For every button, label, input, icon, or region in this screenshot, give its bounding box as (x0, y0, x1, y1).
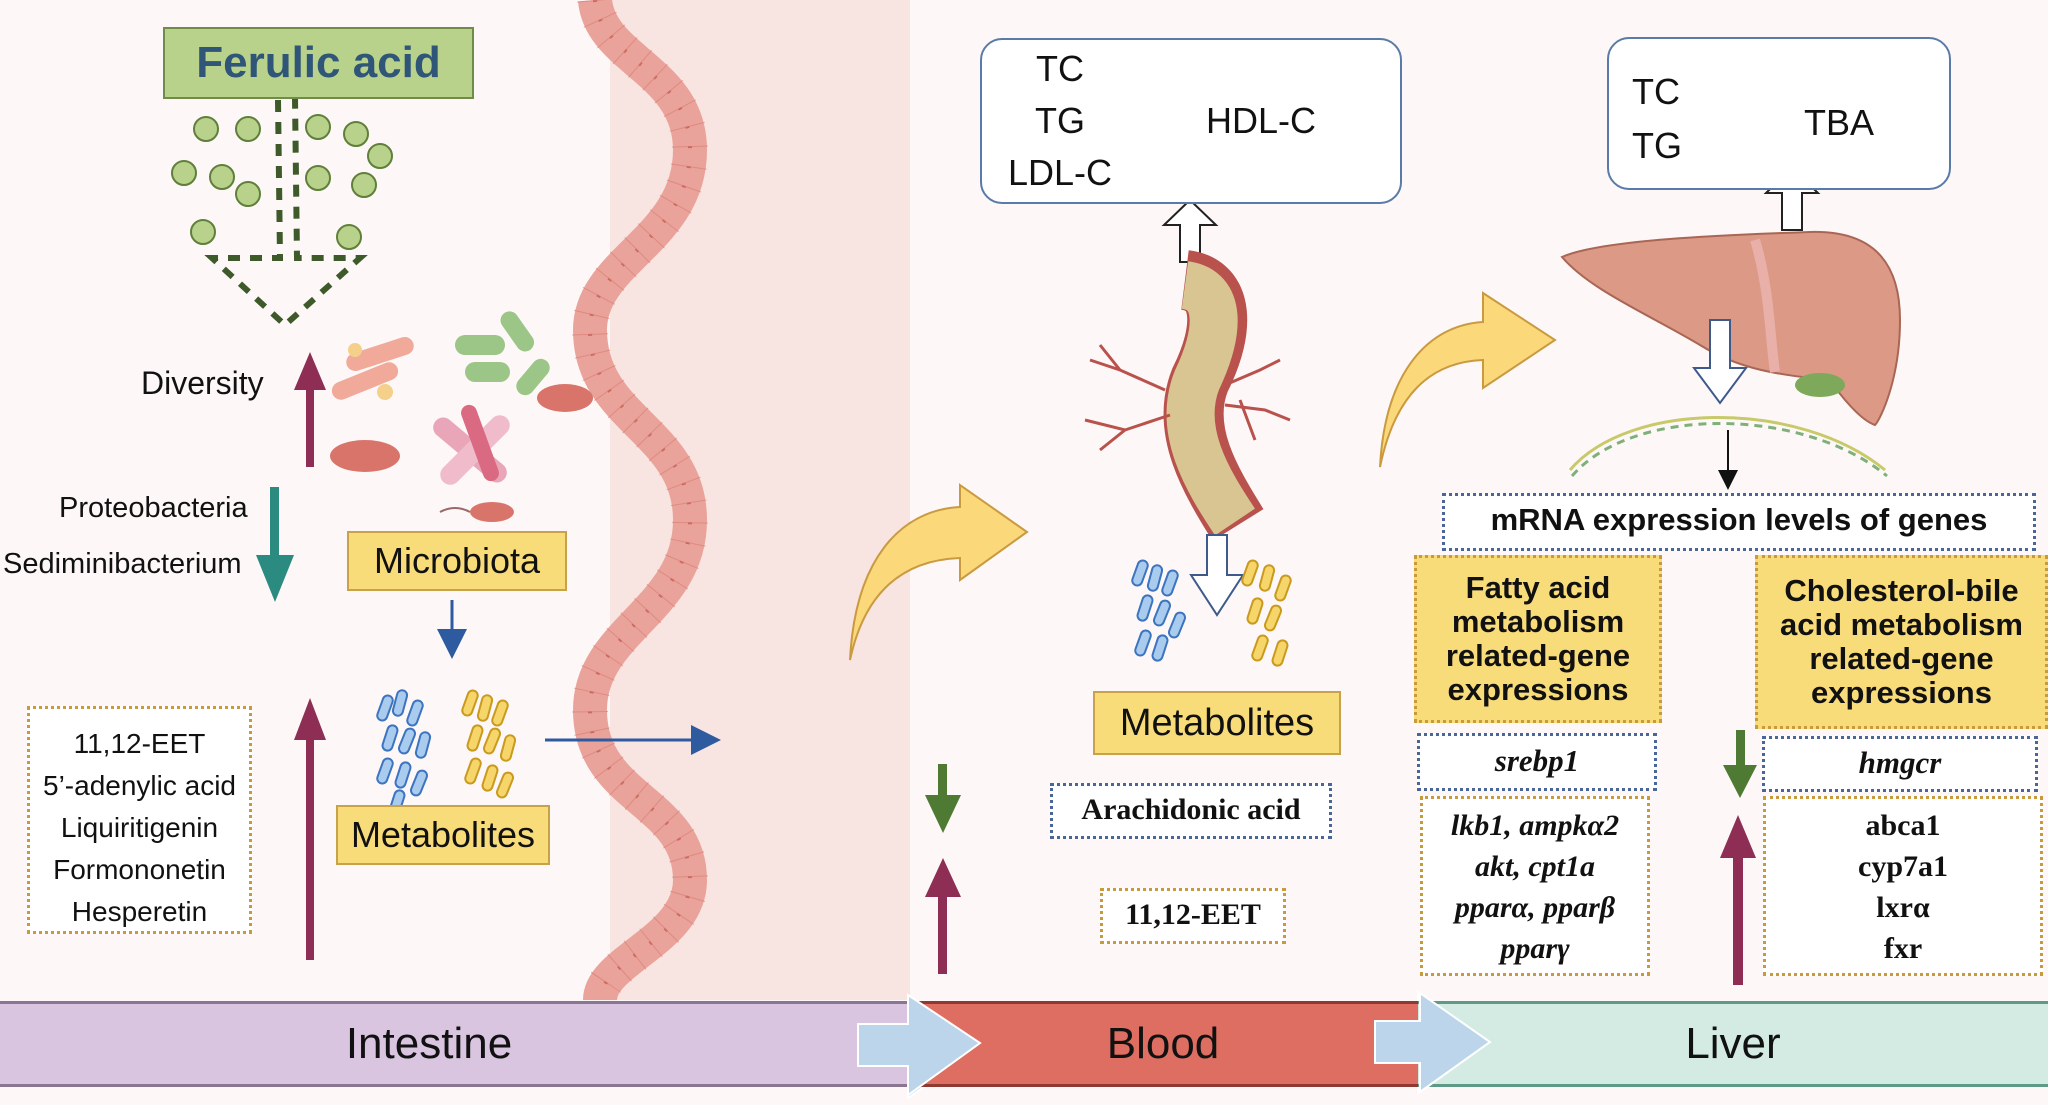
blood-eet-up-arrow-icon (925, 858, 961, 974)
liver-lipid-down-list: TC TG (1632, 65, 1682, 173)
metabolite-item: Formononetin (53, 854, 226, 885)
blood-metabolites-label: Metabolites (1119, 701, 1315, 744)
hmgcr-box: hmgcr (1762, 736, 2038, 792)
blood-lipid-hdl: HDL-C (1206, 100, 1317, 141)
liver-gene-down-arrow-icon (1723, 730, 1757, 798)
hmgcr-label: hmgcr (1858, 745, 1942, 780)
blood-metabolite-cluster-yellow-icon (1241, 559, 1292, 667)
blood-hollow-down-arrow-icon (1189, 534, 1245, 617)
blood-lipid-tg: TG (1035, 100, 1085, 141)
metabolite-cluster-blue-icon (376, 689, 432, 817)
liver-gene-up-arrow-icon (1720, 815, 1756, 985)
liver-lipid-tg: TG (1632, 125, 1682, 166)
fatty-acid-title-line: related-gene (1445, 638, 1631, 673)
microbiota-label: Microbiota (373, 540, 541, 581)
metabolite-cluster-yellow-icon (461, 689, 517, 799)
metabolite-item: 5’-adenylic acid (43, 770, 236, 801)
blood-lipid-down-list: TC TG LDL-C (990, 43, 1130, 199)
blood-lipid-ldl: LDL-C (1007, 152, 1113, 193)
arachidonic-acid-label: Arachidonic acid (1081, 793, 1301, 826)
cholesterol-title-line: expressions (1811, 675, 1992, 710)
dna-helix-icon (1568, 416, 1888, 478)
fatty-up-gene: pparα, pparβ (1454, 891, 1616, 924)
cholesterol-category-box: Cholesterol-bile acid metabolism related… (1755, 555, 2048, 729)
chol-up-gene: cyp7a1 (1858, 850, 1948, 883)
diversity-label: Diversity (141, 365, 264, 401)
blood-metabolites-box: Metabolites (1093, 691, 1341, 755)
microbiota-box: Microbiota (347, 531, 567, 591)
liver-hollow-down-arrow-icon (1692, 319, 1748, 405)
srebp1-label: srebp1 (1494, 743, 1580, 778)
blood-eet-box: 11,12-EET (1100, 888, 1286, 944)
taxa-down-arrow-icon (256, 487, 294, 602)
cholesterol-title-line: related-gene (1809, 641, 1994, 676)
stage-bar-blood: Blood (908, 1001, 1418, 1087)
dashed-down-arrow-icon (204, 97, 368, 330)
curved-arrow-to-liver-icon (1379, 291, 1557, 468)
blood-vessel-icon (1084, 250, 1291, 541)
liver-lipid-tba: TBA (1804, 102, 1875, 143)
mrna-title: mRNA expression levels of genes (1490, 502, 1988, 537)
taxa-label-sediminibacterium: Sediminibacterium (3, 548, 242, 580)
cholesterol-title-line: acid metabolism (1780, 607, 2023, 642)
intestine-metabolites-box: Metabolites (336, 805, 550, 865)
intestinal-wall-icon (571, 0, 709, 1003)
fatty-up-gene: lkb1, ampkα2 (1450, 809, 1620, 842)
ferulic-acid-title: Ferulic acid (196, 38, 441, 87)
blood-lipid-tc: TC (1036, 48, 1084, 89)
fatty-acid-title-line: metabolism (1451, 604, 1625, 639)
chol-up-gene: fxr (1883, 932, 1923, 965)
bacteria-cluster-icon (330, 311, 593, 522)
srebp1-box: srebp1 (1417, 733, 1657, 791)
stage-bar-intestine: Intestine (0, 1001, 908, 1087)
taxa-label-proteobacteria: Proteobacteria (59, 492, 248, 524)
stage-label-intestine: Intestine (345, 1019, 513, 1068)
blood-arachidonic-down-arrow-icon (925, 764, 961, 833)
chol-up-gene: lxrα (1876, 891, 1930, 924)
metabolite-item: Liquiritigenin (60, 812, 219, 843)
cholesterol-title-line: Cholesterol-bile (1784, 573, 2019, 608)
stage-label-blood: Blood (1106, 1019, 1220, 1068)
fatty-up-genes-box: lkb1, ampkα2 akt, cpt1a pparα, pparβ ppa… (1420, 796, 1650, 976)
fatty-acid-title-line: expressions (1447, 672, 1629, 707)
blood-eet-label: 11,12-EET (1125, 898, 1261, 931)
increased-metabolites-box: 11,12-EET 5’-adenylic acid Liquiritigeni… (27, 706, 252, 934)
fatty-up-gene: pparγ (1500, 932, 1570, 965)
fatty-acid-category-box: Fatty acid metabolism related-gene expre… (1414, 555, 1662, 723)
fatty-acid-title-line: Fatty acid (1465, 570, 1611, 605)
metabolite-item: 11,12-EET (73, 728, 206, 759)
chol-up-gene: abca1 (1865, 809, 1941, 842)
stage-bar-liver: Liver (1418, 1001, 2048, 1087)
curved-arrow-to-blood-icon (849, 483, 1029, 661)
intestine-metabolites-label: Metabolites (350, 814, 536, 855)
liver-lipid-panel (1607, 37, 1951, 190)
chol-up-genes-box: abca1 cyp7a1 lxrα fxr (1763, 796, 2043, 976)
ferulic-acid-title-box: Ferulic acid (163, 27, 474, 99)
fatty-up-gene: akt, cpt1a (1475, 850, 1595, 883)
arachidonic-acid-box: Arachidonic acid (1050, 783, 1332, 839)
diversity-up-arrow-icon (294, 352, 326, 467)
ferulic-acid-particles-icon (171, 114, 393, 250)
blood-metabolite-cluster-blue-icon (1131, 559, 1186, 662)
liver-lipid-tc: TC (1632, 71, 1680, 112)
mrna-title-box: mRNA expression levels of genes (1442, 493, 2036, 551)
metabolite-item: Hesperetin (71, 896, 208, 927)
stage-label-liver: Liver (1685, 1019, 1781, 1068)
metabolites-up-arrow-icon (294, 698, 326, 960)
blood-lipid-panel (980, 38, 1402, 204)
